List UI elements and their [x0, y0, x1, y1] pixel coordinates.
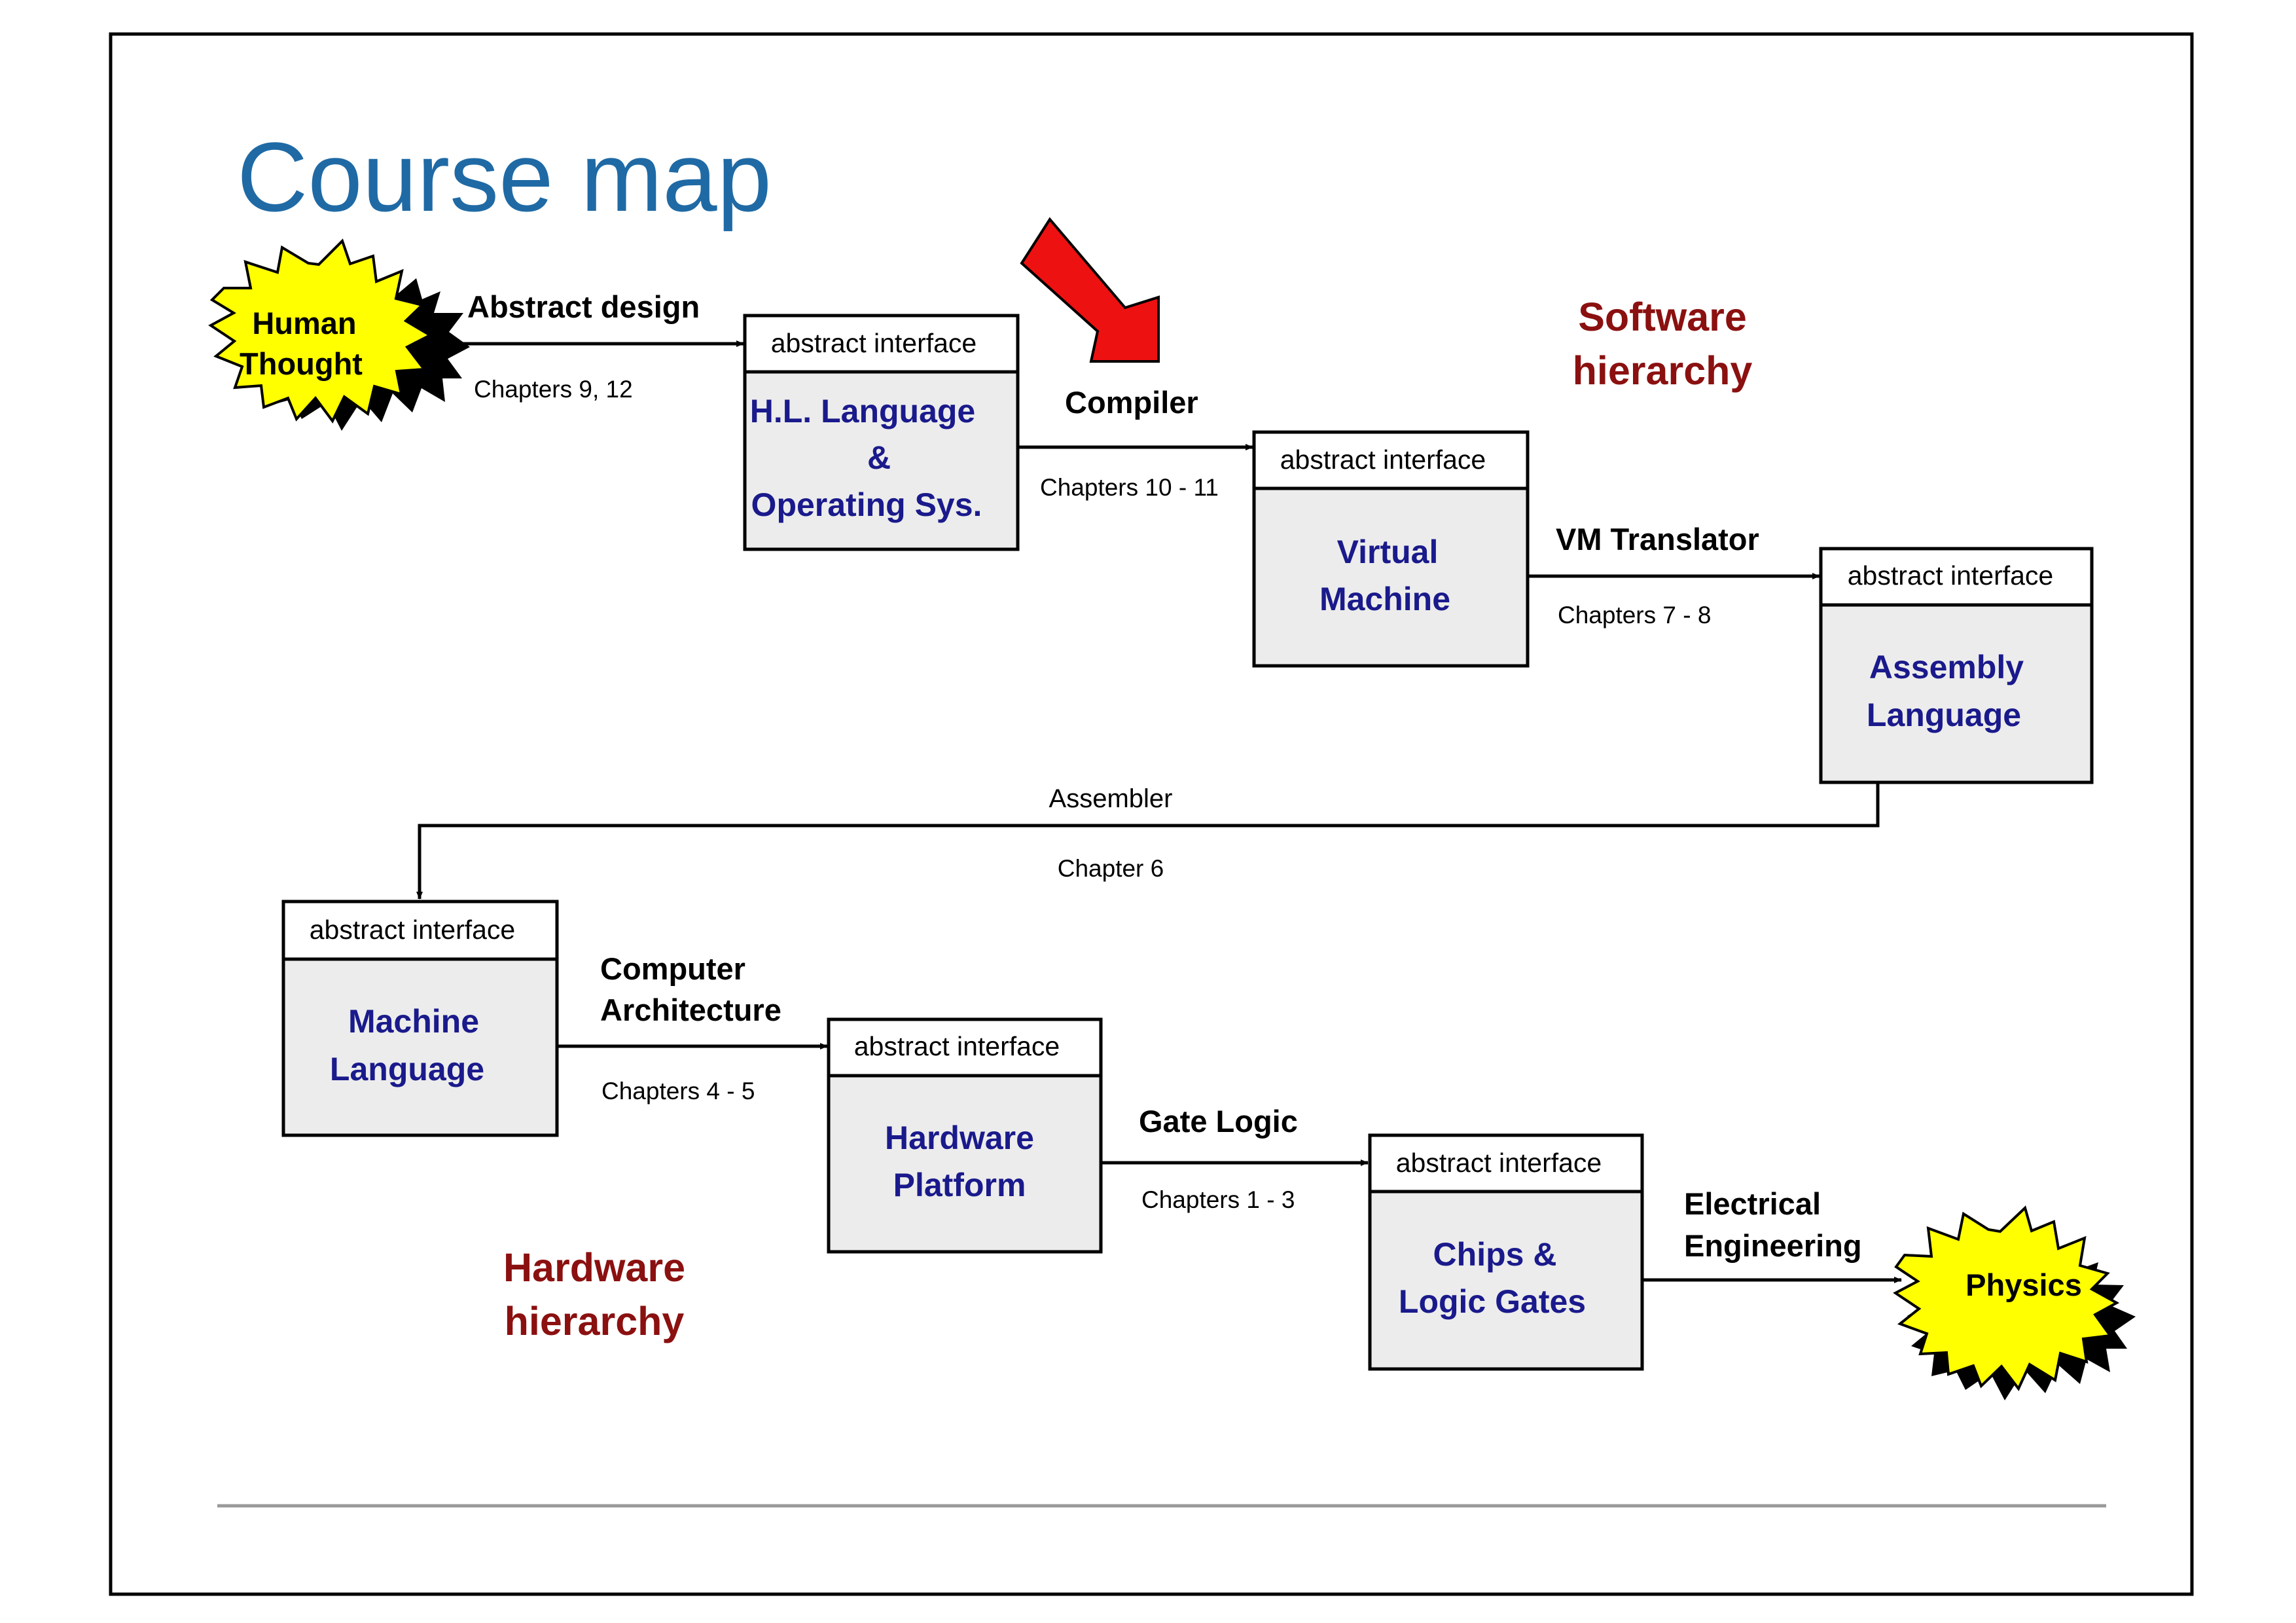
abstract-interface-label: abstract interface: [1848, 560, 2054, 591]
edge-arrow: [416, 783, 1880, 900]
software-hierarchy-label: Software hierarchy: [1573, 295, 1753, 393]
box-label-line: H.L. Language: [750, 393, 975, 429]
slide-frame: [109, 32, 2194, 1596]
abstract-interface-label: abstract interface: [854, 1031, 1060, 1061]
edge-electrical-engineering: Electrical Engineering: [1642, 1186, 1902, 1283]
box-label-line: Language: [1867, 697, 2021, 733]
edge-chapters: Chapter 6: [1058, 855, 1164, 882]
burst-star: [208, 238, 433, 424]
physics-label: Physics: [1965, 1267, 2082, 1302]
abstract-interface-header: [827, 1017, 1103, 1078]
box-label-line: Chips &: [1433, 1236, 1557, 1273]
abstract-interface-label: abstract interface: [1396, 1148, 1602, 1178]
box-label-line: Virtual: [1337, 534, 1439, 570]
edge-label: Electrical: [1684, 1186, 1821, 1221]
edge-label: Abstract design: [467, 289, 700, 324]
box-label-line: Language: [330, 1051, 484, 1087]
abstract-interface-label: abstract interface: [1280, 445, 1486, 475]
page-title: Course map: [237, 122, 772, 232]
human-thought-line-2: Thought: [240, 346, 363, 381]
edge-chapters: Chapters 7 - 8: [1558, 602, 1711, 629]
edge-label: Architecture: [600, 993, 781, 1027]
edge-vm-translator: VM Translator Chapters 7 - 8: [1528, 522, 1820, 629]
abstract-interface-header: [1368, 1133, 1644, 1194]
edge-abstract-design: Abstract design Chapters 9, 12: [461, 289, 744, 403]
box-machine-language: abstract interface Machine Language: [281, 900, 559, 1137]
edge-label: Engineering: [1684, 1228, 1862, 1263]
box-label-line: Platform: [893, 1167, 1026, 1203]
physics-node: Physics: [1893, 1205, 2136, 1400]
highlight-arrow-icon: [1020, 217, 1160, 363]
edge-computer-architecture: Computer Architecture Chapters 4 - 5: [558, 951, 828, 1104]
box-virtual-machine: abstract interface Virtual Machine: [1252, 430, 1530, 668]
box-label-line: Machine: [348, 1003, 479, 1040]
burst-star: [1893, 1205, 2120, 1391]
human-thought-node: Human Thought: [208, 238, 470, 431]
edge-label: Compiler: [1065, 385, 1198, 420]
abstract-interface-header: [281, 900, 559, 961]
box-label-line: Machine: [1319, 581, 1450, 617]
edge-label: VM Translator: [1556, 522, 1759, 556]
edge-compiler: Compiler Chapters 10 - 11: [1018, 385, 1253, 501]
svg-text:hierarchy: hierarchy: [505, 1299, 685, 1343]
svg-text:Software: Software: [1578, 295, 1747, 339]
box-chips-logic-gates: abstract interface Chips & Logic Gates: [1368, 1133, 1644, 1371]
abstract-interface-header: [743, 314, 1020, 374]
svg-text:hierarchy: hierarchy: [1573, 348, 1753, 393]
abstract-interface-label: abstract interface: [771, 328, 977, 358]
box-assembly-language: abstract interface Assembly Language: [1819, 547, 2094, 784]
box-label-line: Logic Gates: [1399, 1283, 1586, 1320]
edge-gate-logic: Gate Logic Chapters 1 - 3: [1101, 1104, 1369, 1213]
edge-chapters: Chapters 1 - 3: [1141, 1186, 1295, 1213]
edge-chapters: Chapters 4 - 5: [601, 1078, 755, 1104]
edge-label: Computer: [600, 951, 745, 986]
box-hardware-platform: abstract interface Hardware Platform: [827, 1017, 1103, 1254]
edge-label: Gate Logic: [1139, 1104, 1298, 1139]
hardware-hierarchy-label: Hardware hierarchy: [503, 1245, 685, 1343]
box-hl-language: abstract interface H.L. Language & Opera…: [743, 314, 1020, 551]
svg-text:Hardware: Hardware: [503, 1245, 685, 1290]
box-label-line: Assembly: [1869, 649, 2024, 685]
box-label-line: &: [867, 439, 891, 476]
abstract-interface-header: [1252, 430, 1530, 490]
box-label-line: Operating Sys.: [751, 486, 982, 523]
abstract-interface-label: abstract interface: [310, 915, 516, 945]
edge-chapters: Chapters 10 - 11: [1040, 474, 1219, 501]
abstract-interface-header: [1819, 547, 2094, 607]
box-label-line: Hardware: [885, 1120, 1034, 1156]
edge-label: Assembler: [1049, 784, 1173, 813]
edge-chapters: Chapters 9, 12: [474, 376, 633, 403]
human-thought-line-1: Human: [252, 306, 356, 340]
edge-assembler: Assembler Chapter 6: [416, 783, 1880, 900]
